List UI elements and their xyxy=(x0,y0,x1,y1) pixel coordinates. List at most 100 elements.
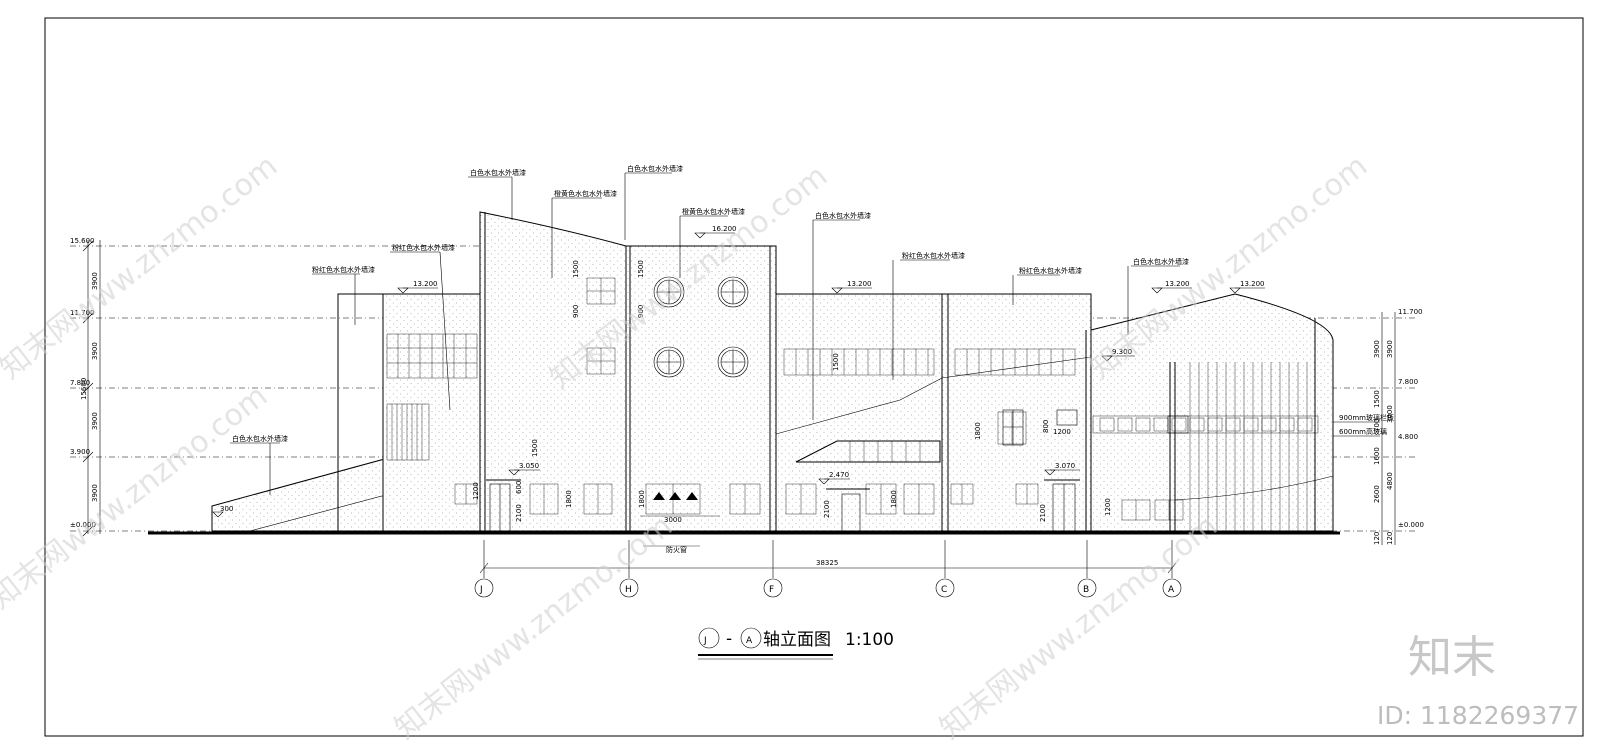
dim-label: 120 xyxy=(1386,532,1394,545)
title-axis-start: J xyxy=(703,636,707,646)
axis-label: J xyxy=(479,585,483,595)
axis-marker-C: C xyxy=(935,540,955,598)
building-elevation xyxy=(211,211,1334,532)
material-note: 白色水包水外墙漆 xyxy=(1133,257,1189,266)
image-id: ID: 1182269377 xyxy=(1377,701,1579,730)
level-label: 7.800 xyxy=(70,379,90,387)
title-text: 轴立面图 xyxy=(763,630,831,650)
railing-note: 900mm玻璃栏板 xyxy=(1339,413,1394,422)
axis-label: A xyxy=(1168,585,1175,595)
dim-label: 2600 xyxy=(1373,485,1381,503)
misc-dimensions: 1500 900 1500 900 1500 1500 1800 1200 21… xyxy=(472,260,1112,554)
dim-label: 3000 xyxy=(664,516,682,524)
axis-marker-J: J xyxy=(474,540,494,598)
dim-label: 2100 xyxy=(515,504,523,522)
brand-logo: 知末 xyxy=(1408,632,1496,683)
level-mark: 13.200 xyxy=(1165,280,1190,288)
axis-marker-H: H xyxy=(619,540,639,598)
material-note: 白色水包水外墙漆 xyxy=(627,164,683,173)
dim-label: 1800 xyxy=(638,490,646,508)
title-scale: 1:100 xyxy=(845,630,894,650)
dim-label: 1200 xyxy=(1104,498,1112,516)
material-note: 橙黄色水包水外墙漆 xyxy=(682,207,745,216)
dim-label: 2100 xyxy=(823,500,831,518)
drawing-frame xyxy=(44,17,1584,737)
level-mark: 13.200 xyxy=(1240,280,1265,288)
level-mark: 16.200 xyxy=(712,225,737,233)
axis-label: H xyxy=(625,585,632,595)
material-note: 粉红色水包水外墙漆 xyxy=(312,265,375,274)
title-separator: - xyxy=(726,629,732,649)
dim-label: 1200 xyxy=(1053,428,1071,436)
level-mark: 13.200 xyxy=(847,280,872,288)
material-note: 粉红色水包水外墙漆 xyxy=(902,251,965,260)
level-label: 4.800 xyxy=(1398,433,1418,441)
elevation-marks: 16.200 13.200 13.200 13.200 13.200 9.300… xyxy=(212,225,1265,518)
level-mark: 13.200 xyxy=(413,280,438,288)
axis-marker-A: A xyxy=(1162,540,1182,598)
dim-label: 3900 xyxy=(91,342,99,360)
material-note: 白色水包水外墙漆 xyxy=(470,168,526,177)
level-mark: 3.070 xyxy=(1055,462,1075,470)
dim-label: 1800 xyxy=(890,490,898,508)
material-note: 橙黄色水包水外墙漆 xyxy=(554,189,617,198)
dim-label: 2100 xyxy=(1039,504,1047,522)
dim-label: 3900 xyxy=(91,412,99,430)
level-label: 3.900 xyxy=(70,448,90,456)
dim-label: 1200 xyxy=(472,482,480,500)
level-mark: 300 xyxy=(220,505,233,513)
level-label: 7.800 xyxy=(1398,378,1418,386)
level-label: ±0.000 xyxy=(1398,521,1424,529)
level-label: 11.700 xyxy=(1398,308,1423,316)
overall-width: 38325 xyxy=(816,559,838,567)
drawing-title: J - A 轴立面图 1:100 xyxy=(698,627,894,660)
material-note: 白色水包水外墙漆 xyxy=(232,434,288,443)
dim-label: 120 xyxy=(1373,532,1381,545)
title-axis-end: A xyxy=(746,636,753,646)
level-label: ±0.000 xyxy=(70,521,96,529)
leader-lines xyxy=(230,172,1380,495)
level-mark: 2.470 xyxy=(829,471,849,479)
axis-marker-F: F xyxy=(763,540,783,598)
dim-label: 1800 xyxy=(565,490,573,508)
dim-label: 600 xyxy=(515,481,523,494)
dim-label: 1500 xyxy=(637,260,645,278)
dim-label: 3900 xyxy=(1386,340,1394,358)
level-mark: 9.300 xyxy=(1112,348,1132,356)
right-level-marks: 11.700 7.800 4.800 ±0.000 3900 3000 4800… xyxy=(1373,308,1424,545)
dim-label: 3000 xyxy=(1386,405,1394,423)
dim-label: 1500 xyxy=(832,353,840,371)
dim-label: 900 xyxy=(572,305,580,318)
axis-label: F xyxy=(769,585,774,595)
watermark: 知末网www.znzmo.com xyxy=(933,508,1224,746)
railing-note: 600mm高玻璃 xyxy=(1339,427,1387,436)
dim-label-total: 15600 xyxy=(80,378,88,400)
dim-label: 1500 xyxy=(572,260,580,278)
level-label: 15.600 xyxy=(70,237,95,245)
level-label: 11.700 xyxy=(70,309,95,317)
axis-label: B xyxy=(1083,585,1089,595)
material-note: 白色水包水外墙漆 xyxy=(815,211,871,220)
dim-label: 700 xyxy=(1373,419,1381,432)
material-notes: 白色水包水外墙漆 白色水包水外墙漆 橙黄色水包水外墙漆 橙黄色水包水外墙漆 白色… xyxy=(232,164,1394,443)
dim-label: 3900 xyxy=(91,484,99,502)
dim-label: 1800 xyxy=(974,422,982,440)
dim-label: 3900 xyxy=(91,272,99,290)
material-note: 粉红色水包水外墙漆 xyxy=(392,243,455,252)
fire-window-note: 防火窗 xyxy=(666,545,687,554)
axis-marker-B: B xyxy=(1077,540,1097,598)
dim-label: 1500 xyxy=(531,439,539,457)
material-note: 粉红色水包水外墙漆 xyxy=(1019,266,1082,275)
dim-label: 1600 xyxy=(1373,447,1381,465)
axis-label: C xyxy=(941,585,947,595)
dim-label: 3900 xyxy=(1373,340,1381,358)
watermark: 知末网www.znzmo.com xyxy=(0,148,284,386)
watermark: 知末网www.znzmo.com xyxy=(0,378,274,616)
dim-label: 1500 xyxy=(1373,390,1381,408)
dim-label: 900 xyxy=(637,305,645,318)
dim-label: 800 xyxy=(1042,420,1050,433)
watermark: 知末网www.znzmo.com xyxy=(388,508,679,746)
left-level-marks: 15.600 11.700 7.800 3.900 ±0.000 3900 39… xyxy=(70,237,101,537)
